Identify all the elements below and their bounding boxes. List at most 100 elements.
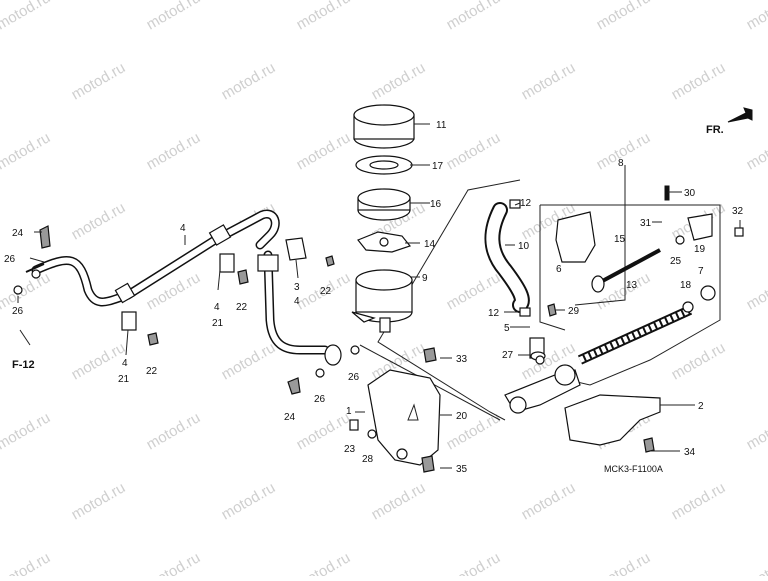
watermark-text: motod.ru — [744, 409, 768, 453]
watermark-text: motod.ru — [219, 339, 279, 383]
direction-indicator: FR. — [706, 108, 752, 136]
callout-12-bottom: 12 — [488, 308, 500, 319]
watermark-text: motod.ru — [69, 199, 129, 243]
callout-15: 15 — [614, 234, 626, 245]
diagram-code: MCK3-F1100A — [604, 464, 663, 474]
callout-25: 25 — [670, 256, 682, 267]
callout-5: 5 — [504, 323, 510, 334]
callout-26-left: 26 — [4, 254, 16, 265]
callout-30: 30 — [684, 188, 696, 199]
callout-17: 17 — [432, 161, 444, 172]
callout-12-top: 12 — [520, 198, 532, 209]
watermark-text: motod.ru — [669, 59, 729, 103]
callout-3: 3 — [294, 282, 300, 293]
watermark-text: motod.ru — [144, 129, 204, 173]
callout-34: 34 — [684, 447, 696, 458]
watermark-text: motod.ru — [369, 59, 429, 103]
watermark-text: motod.ru — [594, 0, 654, 33]
watermark-text: motod.ru — [0, 129, 53, 173]
callout-33: 33 — [456, 354, 468, 365]
callout-8: 8 — [618, 158, 624, 169]
callout-32: 32 — [732, 206, 744, 217]
callout-27: 27 — [502, 350, 514, 361]
callout-26-bottom-left: 26 — [12, 306, 24, 317]
watermark-text: motod.ru — [444, 0, 504, 33]
callout-19: 19 — [694, 244, 706, 255]
callout-24-left: 24 — [12, 228, 24, 239]
watermark-text: motod.ru — [369, 479, 429, 523]
watermark-text: motod.ru — [219, 59, 279, 103]
callout-29: 29 — [568, 306, 580, 317]
callout-18: 18 — [680, 280, 692, 291]
callout-21-mid: 21 — [212, 318, 224, 329]
callout-35: 35 — [456, 464, 468, 475]
diaphragm-16 — [358, 189, 410, 220]
callout-22-mid: 22 — [236, 302, 248, 313]
plate-14 — [358, 232, 410, 252]
watermark-text: motod.ru — [519, 59, 579, 103]
reservoir-9 — [352, 270, 412, 332]
watermark-text: motod.ru — [744, 549, 768, 576]
callout-10: 10 — [518, 241, 530, 252]
boot-6 — [556, 212, 595, 262]
watermark-text: motod.ru — [294, 0, 354, 33]
watermark-text: motod.ru — [144, 549, 204, 576]
watermark-text: motod.ru — [0, 0, 53, 33]
callout-14: 14 — [424, 239, 436, 250]
watermark-text: motod.ru — [669, 339, 729, 383]
hose-4 — [26, 214, 275, 303]
callout-6: 6 — [556, 264, 562, 275]
watermark-text: motod.ru — [69, 59, 129, 103]
watermark-text: motod.ru — [519, 479, 579, 523]
joint-19 — [688, 214, 712, 240]
watermark-text: motod.ru — [444, 549, 504, 576]
plate-17 — [356, 156, 412, 174]
watermark-text: motod.ru — [669, 479, 729, 523]
watermark-text: motod.ru — [294, 549, 354, 576]
watermark-text: motod.ru — [294, 129, 354, 173]
callout-26-lower: 26 — [314, 394, 326, 405]
callout-22-right: 22 — [320, 286, 332, 297]
callout-1: 1 — [346, 406, 352, 417]
watermark-text: motod.ru — [594, 549, 654, 576]
callout-4-right: 4 — [294, 296, 300, 307]
callout-20: 20 — [456, 411, 468, 422]
callout-4-mid: 4 — [214, 302, 220, 313]
callout-31: 31 — [640, 218, 652, 229]
callout-26-center: 26 — [348, 372, 360, 383]
callout-11: 11 — [436, 120, 447, 131]
callout-9: 9 — [422, 273, 428, 284]
watermark-text: motod.ru — [744, 129, 768, 173]
callout-22-low: 22 — [146, 366, 158, 377]
callout-13: 13 — [626, 280, 638, 291]
callout-28: 28 — [362, 454, 374, 465]
hose-10 — [492, 210, 522, 305]
watermark-text: motod.ru — [0, 549, 53, 576]
callout-4-low: 4 — [122, 358, 128, 369]
reservoir-cap-11 — [354, 105, 414, 148]
watermark-text: motod.ru — [144, 0, 204, 33]
watermark-text: motod.ru — [594, 269, 654, 313]
watermark-text: motod.ru — [0, 269, 53, 313]
watermark-text: motod.ru — [444, 409, 504, 453]
callout-4-top: 4 — [180, 223, 186, 234]
watermark-text: motod.ru — [744, 269, 768, 313]
callout-7: 7 — [698, 266, 704, 277]
watermark-text: motod.ru — [444, 129, 504, 173]
callout-23: 23 — [344, 444, 356, 455]
callout-21-low: 21 — [118, 374, 130, 385]
watermark-text: motod.ru — [144, 409, 204, 453]
piston-13 — [580, 310, 690, 360]
watermark-text: motod.ru — [69, 479, 129, 523]
reference-label: F-12 — [12, 359, 35, 371]
cover-20 — [368, 370, 440, 465]
callout-24-lower: 24 — [284, 412, 296, 423]
direction-label: FR. — [706, 124, 724, 136]
watermark-text: motod.ru — [444, 269, 504, 313]
callout-2: 2 — [698, 401, 704, 412]
watermark-text: motod.ru — [0, 409, 53, 453]
callout-16: 16 — [430, 199, 442, 210]
watermark-text: motod.ru — [219, 479, 279, 523]
